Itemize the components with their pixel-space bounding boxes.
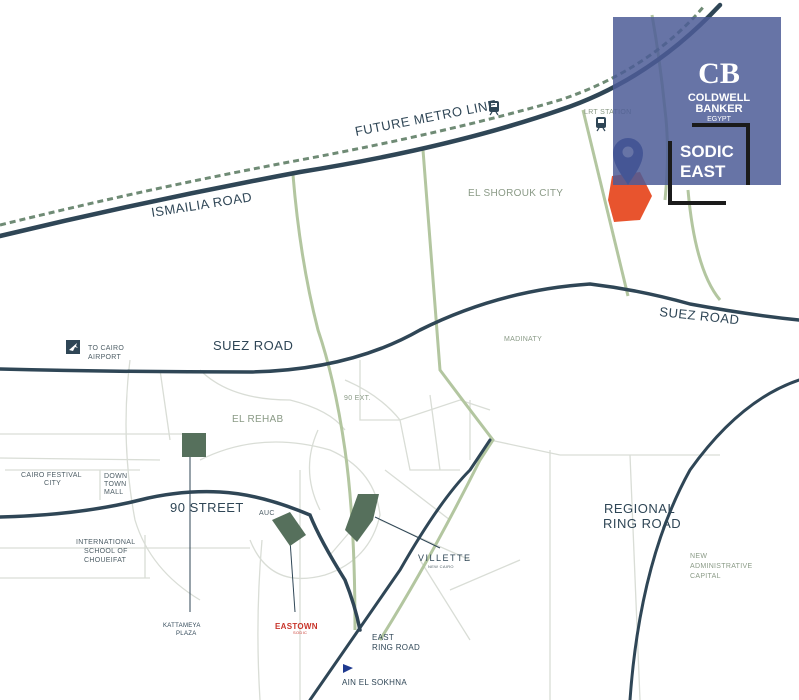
regional-ring-label-2: RING ROAD (603, 516, 681, 531)
villette-label: VILLETTE (418, 553, 472, 563)
villette-sub-label: NEW CAIRO (428, 564, 454, 569)
leader-lines (189, 455, 441, 613)
airplane-icon (66, 340, 80, 354)
brand-line-2: BANKER (695, 103, 743, 115)
sodic-line-1: SODIC (680, 142, 734, 161)
nac-label-3: CAPITAL (690, 573, 721, 580)
katameya-label-1: KATTAMEYA (163, 623, 201, 629)
nac-label-1: NEW (690, 553, 707, 560)
sodic-frame (668, 123, 750, 205)
festival-label-2: CITY (44, 480, 61, 487)
downtown-label-2: TOWN (104, 481, 126, 488)
madinaty-label: MADINATY (504, 336, 542, 343)
suez-road-label-east: SUEZ ROAD (659, 304, 740, 327)
el-shorouk-label: EL SHOROUK CITY (468, 188, 563, 199)
coldwell-banker-logo: CB COLDWELL BANKER EGYPT (673, 59, 773, 124)
school-label-1: INTERNATIONAL (76, 539, 135, 546)
sodic-east-logo: SODIC EAST (668, 123, 750, 205)
eastown-sub-label: SODIC (293, 630, 307, 635)
school-label-2: SCHOOL OF (84, 548, 128, 555)
train-icon (489, 101, 499, 116)
katameya-block (182, 433, 206, 457)
brand-line-1: COLDWELL (687, 92, 751, 104)
cb-mark: CB (698, 57, 740, 90)
villette-block (345, 494, 379, 542)
katameya-label-2: PLAZA (176, 631, 197, 637)
suez-road-label: SUEZ ROAD (213, 338, 293, 353)
regional-ring-label-1: REGIONAL (604, 501, 675, 516)
east-ring-label-2: RING ROAD (372, 643, 420, 652)
90-ext-label: 90 EXT. (344, 395, 371, 402)
direction-arrow-icon (343, 664, 353, 673)
nac-label-2: ADMINISTRATIVE (690, 563, 752, 570)
ain-sokhna-label: AIN EL SOKHNA (342, 678, 407, 687)
airport-label-2: AIRPORT (88, 354, 122, 361)
auc-label: AUC (259, 510, 275, 517)
train-icon (596, 117, 606, 132)
project-blocks (182, 433, 379, 546)
ismailia-road-label: ISMAILIA ROAD (150, 189, 253, 220)
brand-overlay: CB COLDWELL BANKER EGYPT (613, 17, 781, 185)
future-metro-label: FUTURE METRO LINE (354, 97, 499, 139)
el-rehab-label: EL REHAB (232, 414, 284, 425)
airport-label-1: TO CAIRO (88, 345, 124, 352)
east-ring-label-1: EAST (372, 633, 394, 642)
eastown-label: EASTOWN (275, 622, 318, 631)
lrt-station-label: LRT STATION (584, 109, 632, 116)
sodic-line-2: EAST (680, 162, 726, 181)
downtown-label-1: DOWN (104, 473, 127, 480)
90-street-label: 90 STREET (170, 500, 244, 515)
school-label-3: CHOUEIFAT (84, 557, 127, 564)
eastown-block (272, 512, 306, 546)
brand-line-3: EGYPT (707, 116, 731, 123)
downtown-label-3: MALL (104, 489, 124, 496)
festival-label-1: CAIRO FESTIVAL (21, 472, 82, 479)
